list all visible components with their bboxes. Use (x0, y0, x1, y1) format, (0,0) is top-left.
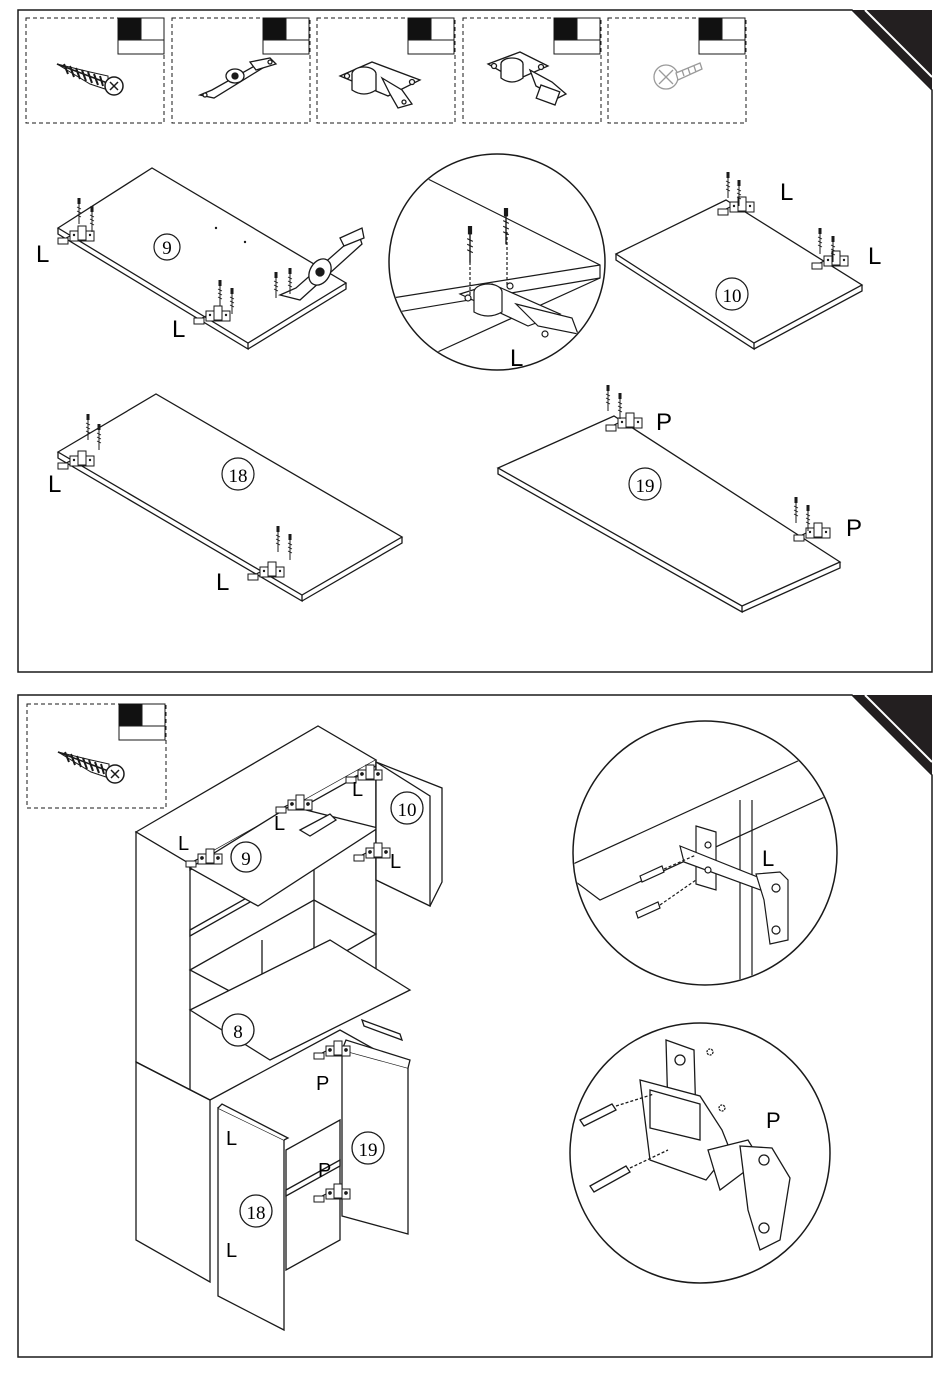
hinge-label: P (316, 1073, 329, 1095)
part-box-pan-screw (608, 18, 746, 123)
panel-number-18: 18 (247, 1203, 266, 1224)
hinge-label: L (780, 179, 793, 206)
screw-icon (58, 752, 124, 783)
panel-number-10: 10 (398, 800, 417, 821)
hinge-label: L (762, 846, 774, 871)
hinge-label: P (766, 1108, 781, 1133)
hinge-l-detail-zoom: L (560, 721, 840, 990)
cabinet-hinge-P-icon (488, 52, 566, 105)
panel-19-assembly: 19 P P (498, 385, 862, 612)
hinge-p-detail-zoom: P (570, 1023, 830, 1283)
part-box-hinge-l (317, 18, 455, 123)
part-box-screw (26, 18, 164, 123)
page-corner-marker (852, 10, 932, 90)
screw-icon (57, 64, 123, 95)
part-box-screw-step2 (27, 704, 166, 808)
hinge-label: P (846, 515, 862, 542)
cabinet-hinge-L-icon (340, 62, 420, 108)
hinge-label: L (36, 241, 49, 268)
pan-head-screw-icon (654, 63, 702, 89)
hinge-label: L (226, 1240, 237, 1262)
panel-18-assembly: 18 L L (48, 394, 402, 601)
panel-number-19: 19 (359, 1140, 378, 1161)
hinge-label: P (318, 1160, 331, 1182)
page-corner-marker (852, 695, 932, 775)
panel-number-8: 8 (233, 1022, 243, 1043)
hinge-label: L (172, 316, 185, 343)
hinge-label: L (216, 569, 229, 596)
hinge-label: L (274, 813, 285, 835)
hinge-label: L (868, 243, 881, 270)
panel-number-9: 9 (162, 238, 172, 259)
panel-number-18: 18 (229, 466, 248, 487)
panel-number-19: 19 (636, 476, 655, 497)
panel-number-9: 9 (241, 849, 251, 870)
hinge-label: L (352, 779, 363, 801)
hinge-label: L (510, 345, 523, 372)
stay-hinge-icon (200, 58, 276, 98)
hinge-detail-zoom-circle: L (380, 154, 605, 372)
parts-row (26, 18, 746, 123)
hinge-label: P (656, 409, 672, 436)
part-box-hinge-p (463, 18, 601, 123)
panel-10-assembly: 10 L L (616, 172, 881, 349)
hinge-label: L (390, 851, 401, 873)
panel-number-10: 10 (723, 286, 742, 307)
panel-9-assembly: 9 L L (36, 168, 364, 349)
cabinet-assembly (136, 726, 442, 1330)
hinge-label: L (226, 1128, 237, 1150)
hinge-label: L (48, 471, 61, 498)
hinge-label: L (178, 833, 189, 855)
part-box-stay-hinge (172, 18, 310, 123)
